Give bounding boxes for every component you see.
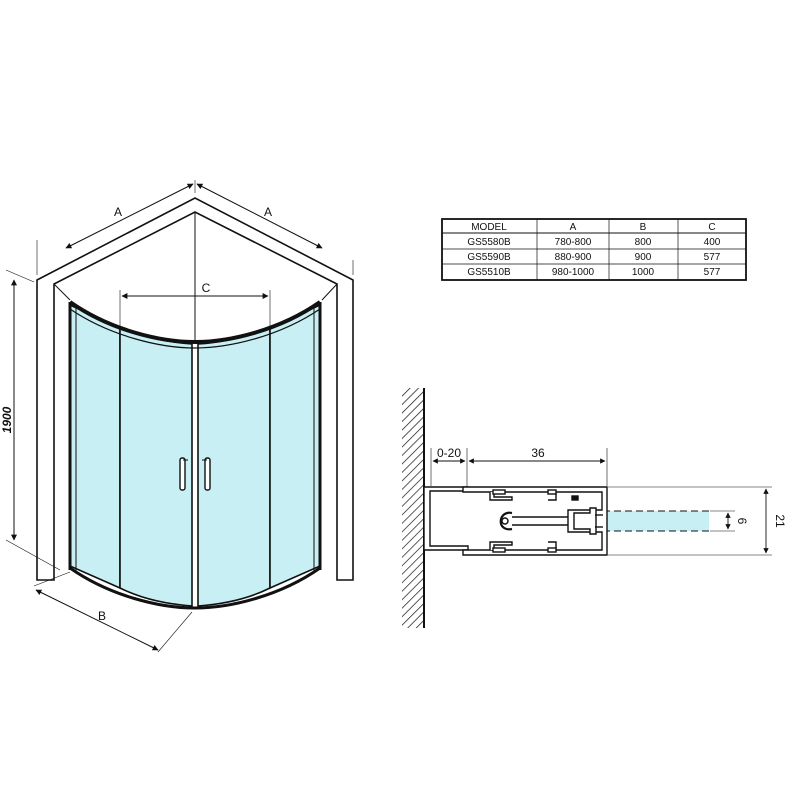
table-cell: 800 xyxy=(635,237,652,248)
profile-dimensions xyxy=(430,448,772,556)
profile-hook-icon xyxy=(499,511,513,531)
dim-line-a-right xyxy=(196,183,323,249)
dim-label-profile-height: 21 xyxy=(773,514,787,528)
right-fixed-panel xyxy=(269,303,321,590)
glass-panels xyxy=(69,303,321,607)
table-cell: GS5580B xyxy=(467,237,511,248)
dim-label-b: B xyxy=(98,609,106,623)
dim-label-glass: 6 xyxy=(735,518,749,525)
profile-detail-view: 0-20 36 6 21 xyxy=(402,388,787,628)
dim-label-profile-width: 36 xyxy=(531,446,545,460)
dim-line-a-left xyxy=(65,183,194,249)
right-door-handle-icon xyxy=(204,457,211,491)
table-cell: 1000 xyxy=(632,267,655,278)
wall-hatch xyxy=(402,388,424,628)
table-cell: 577 xyxy=(704,267,721,278)
table-header-a: A xyxy=(570,222,577,233)
top-rail xyxy=(68,300,322,345)
dim-label-height: 1900 xyxy=(0,406,14,433)
table-cell: GS5510B xyxy=(467,267,511,278)
table-cell: GS5590B xyxy=(467,252,511,263)
wall-channel-profile xyxy=(423,486,469,551)
table-cell: 400 xyxy=(704,237,721,248)
glass-strip xyxy=(603,511,709,531)
enclosure-dimensions xyxy=(5,180,354,653)
table-cell: 900 xyxy=(635,252,652,263)
table-cell: 880-900 xyxy=(555,252,592,263)
bottom-rail xyxy=(69,566,321,610)
dim-line-b xyxy=(35,589,159,651)
shower-enclosure-view xyxy=(36,197,354,610)
table-cell: 980-1000 xyxy=(552,267,595,278)
table-header-b: B xyxy=(640,222,647,233)
dim-label-c: C xyxy=(202,281,211,295)
table-header-c: C xyxy=(708,222,715,233)
dim-label-a-right: A xyxy=(264,205,272,219)
dim-label-adjust: 0-20 xyxy=(437,446,461,460)
table-cell: 780-800 xyxy=(555,237,592,248)
left-door-handle-icon xyxy=(179,457,186,491)
table-cell: 577 xyxy=(704,252,721,263)
sliding-profile xyxy=(462,486,608,556)
table-header-model: MODEL xyxy=(471,222,507,233)
dim-label-a-left: A xyxy=(114,205,122,219)
left-fixed-panel xyxy=(69,303,121,590)
spec-table: MODEL A B C GS5580B 780-800 800 400 GS55… xyxy=(441,218,747,281)
